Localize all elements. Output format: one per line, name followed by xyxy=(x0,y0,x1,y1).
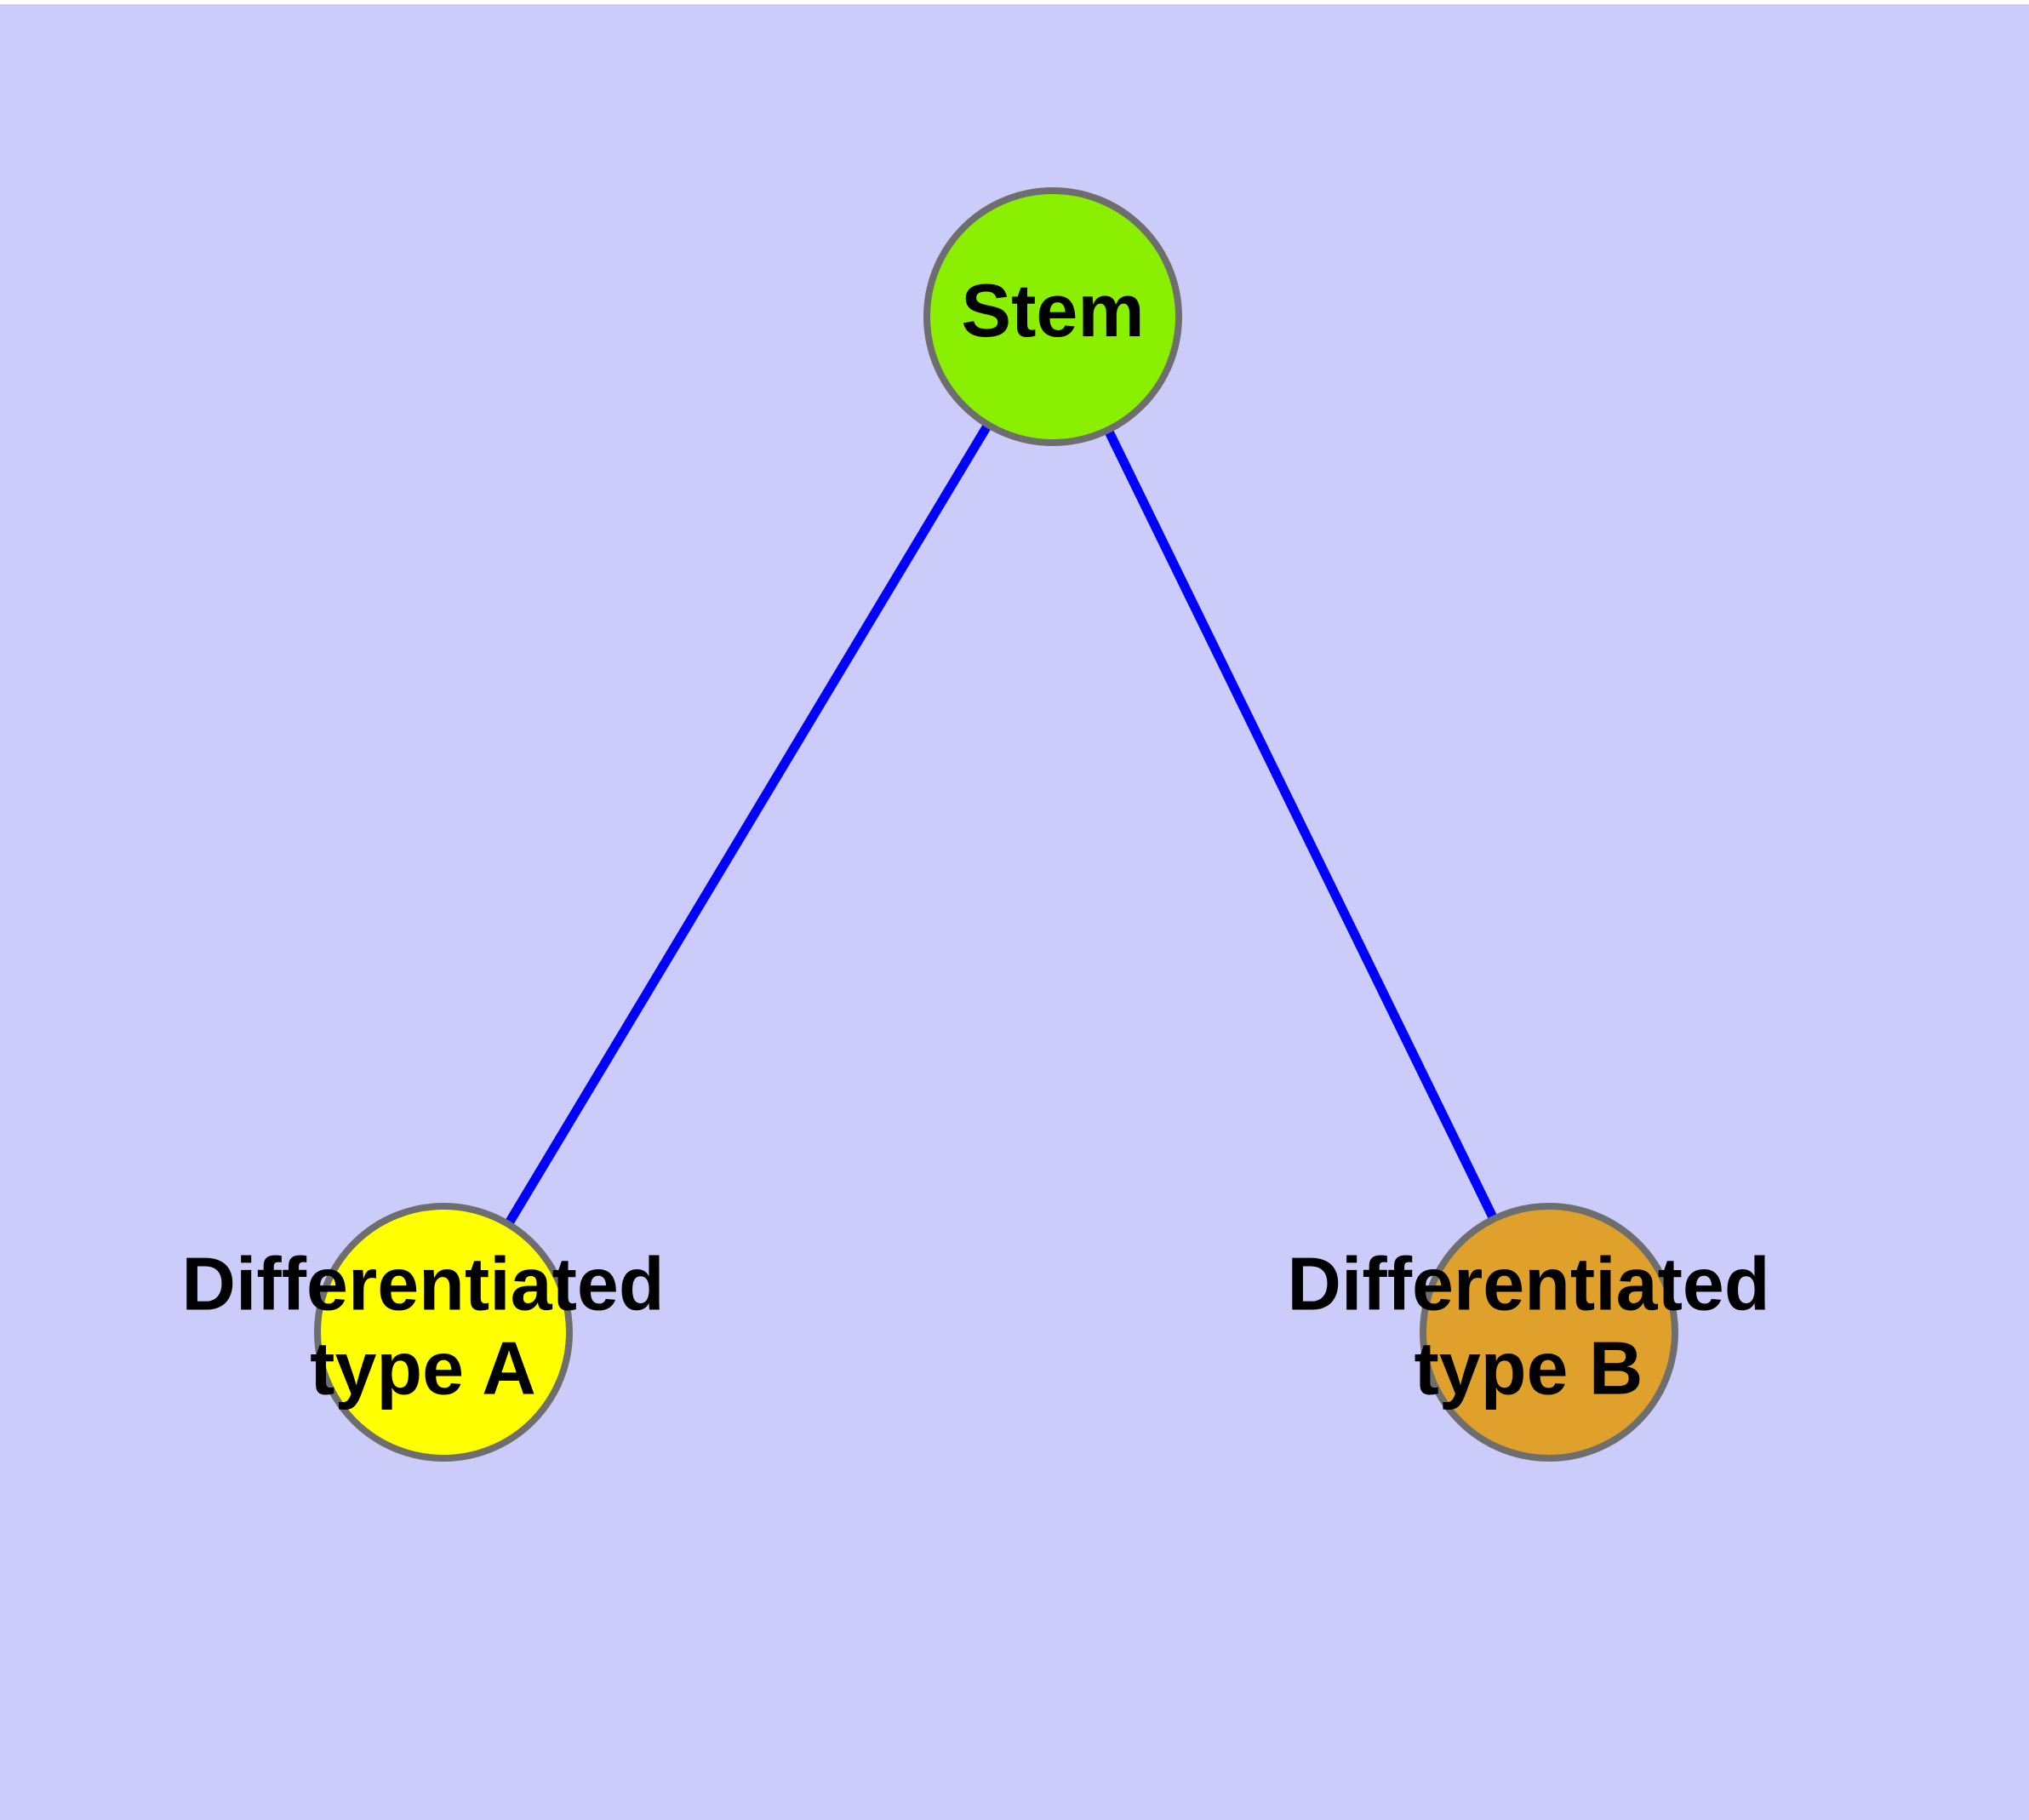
node-label-line: Differentiated xyxy=(1287,1242,1769,1326)
node-diff-a-circle[interactable] xyxy=(314,1203,573,1462)
node-stem-label: Stem xyxy=(961,268,1144,352)
node-diff-b-circle[interactable] xyxy=(1420,1203,1678,1462)
node-stem-circle[interactable] xyxy=(923,187,1182,446)
node-stem[interactable]: Stem xyxy=(923,187,1182,446)
node-label-line: Differentiated xyxy=(181,1242,664,1326)
node-label-line: type A xyxy=(310,1326,536,1411)
node-label-line: type B xyxy=(1415,1326,1643,1411)
edges-group xyxy=(439,314,1553,1335)
node-label-line: Stem xyxy=(961,268,1144,352)
edge-stem-to-diff-a[interactable] xyxy=(439,314,1057,1335)
edge-stem-to-diff-b[interactable] xyxy=(1049,314,1553,1335)
